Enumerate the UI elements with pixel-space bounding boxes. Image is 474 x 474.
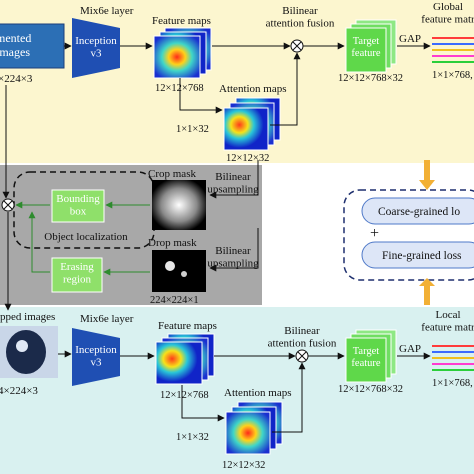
top-input-image bbox=[0, 23, 65, 69]
bottom-gap: GAP bbox=[399, 343, 421, 355]
bottom-attention-title: Attention maps bbox=[224, 387, 292, 399]
bottom-target-feature bbox=[345, 329, 397, 383]
bottom-attention-maps bbox=[225, 401, 283, 455]
bottom-attention-dims-left: 1×1×32 bbox=[176, 432, 209, 443]
top-target-dims: 12×12×768×32 bbox=[338, 73, 403, 84]
fine-loss-pill bbox=[361, 241, 474, 269]
top-attention-title: Attention maps bbox=[219, 83, 287, 95]
top-arrows bbox=[2, 42, 431, 199]
bottom-matrix-dims: 1×1×768, bbox=[432, 378, 473, 389]
top-attention-dims-bottom: 12×12×32 bbox=[226, 153, 269, 164]
top-input-dims: ×224×3 bbox=[0, 73, 33, 85]
drop-mask-image bbox=[152, 250, 206, 292]
bottom-fusion-op bbox=[295, 349, 309, 363]
bottom-mix-layer: Mix6e layer bbox=[80, 313, 134, 325]
top-attention-dims-left: 1×1×32 bbox=[176, 124, 209, 135]
bottom-target-dims: 12×12×768×32 bbox=[338, 384, 403, 395]
top-matrix-dims: 1×1×768, bbox=[432, 70, 473, 81]
loss-orange-arrows bbox=[419, 160, 435, 305]
bottom-feature-matrix bbox=[432, 345, 474, 371]
top-gap: GAP bbox=[399, 33, 421, 45]
crop-mask-label: Crop mask bbox=[148, 168, 196, 180]
top-feature-title: Feature maps bbox=[152, 15, 211, 27]
object-localization-label: Object localization bbox=[44, 231, 128, 243]
bottom-feature-title: Feature maps bbox=[158, 320, 217, 332]
top-attention-maps bbox=[223, 97, 281, 151]
top-feature-dims: 12×12×768 bbox=[155, 83, 204, 94]
bottom-input-dims: 4×224×3 bbox=[0, 385, 38, 397]
bottom-input-image bbox=[0, 326, 58, 378]
bounding-box-block bbox=[51, 189, 105, 223]
top-input-label: mentedimages bbox=[0, 31, 31, 59]
top-feature-maps bbox=[153, 27, 212, 79]
loss-plus: + bbox=[370, 225, 379, 242]
bottom-inception-block bbox=[72, 328, 120, 386]
bottom-arrows bbox=[58, 350, 431, 433]
coarse-loss-label: Coarse-grained lo bbox=[378, 206, 460, 218]
top-inception-block bbox=[72, 18, 120, 78]
drop-mask-label: Drop mask bbox=[148, 237, 197, 249]
bottom-input-label: pped images bbox=[0, 311, 55, 323]
top-fusion-op bbox=[290, 39, 304, 53]
coarse-loss-pill bbox=[361, 197, 474, 225]
middle-arrows bbox=[4, 160, 259, 311]
bottom-feature-maps bbox=[155, 333, 215, 385]
top-mix-layer: Mix6e layer bbox=[80, 5, 134, 17]
gray-panel bbox=[0, 165, 262, 305]
top-feature-matrix bbox=[432, 37, 474, 63]
bottom-attention-dims-bottom: 12×12×32 bbox=[222, 460, 265, 471]
crop-mask-image bbox=[152, 180, 206, 230]
mask-dims: 224×224×1 bbox=[150, 295, 199, 306]
top-target-feature bbox=[345, 19, 397, 73]
fine-loss-label: Fine-grained loss bbox=[382, 250, 462, 262]
erasing-region-block bbox=[51, 257, 103, 293]
mid-fusion-op bbox=[1, 198, 15, 212]
bottom-feature-dims: 12×12×768 bbox=[160, 390, 209, 401]
